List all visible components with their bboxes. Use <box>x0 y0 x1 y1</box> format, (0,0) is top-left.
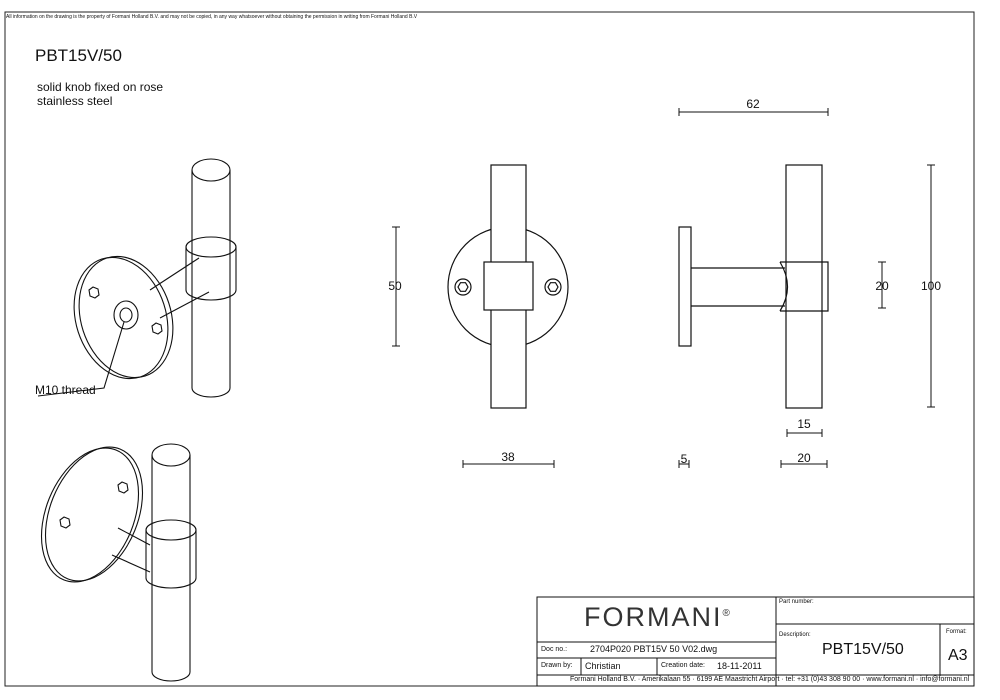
dimension-top-width: 62 <box>746 97 760 111</box>
format-label: Format: <box>946 629 967 635</box>
isometric-view-front <box>37 158 237 398</box>
dimension-bar-diameter: 20 <box>797 451 811 465</box>
creation-date-value: 18-11-2011 <box>717 661 762 671</box>
format-value: A3 <box>948 647 968 664</box>
product-code: PBT15V/50 <box>35 46 122 65</box>
drawn-by-value: Christian <box>585 661 621 671</box>
side-view <box>678 164 829 409</box>
isometric-view-rear <box>40 443 197 682</box>
description-line-2: stainless steel <box>37 94 113 108</box>
dimension-rose-thickness: 5 <box>680 452 688 466</box>
dimension-rose-diameter: 38 <box>501 450 515 464</box>
sheet-border <box>4 11 975 687</box>
dimension-rose-height: 50 <box>388 279 402 293</box>
copyright-notice: All information on the drawing is the pr… <box>6 14 418 20</box>
description-value: PBT15V/50 <box>822 641 904 658</box>
drawn-by-label: Drawn by: <box>541 662 573 669</box>
part-number-label: Part number: <box>779 599 814 605</box>
company-footer: Formani Holland B.V. · Amerikalaan 55 · … <box>570 676 970 683</box>
doc-no-label: Doc no.: <box>541 646 568 653</box>
thread-callout: M10 thread <box>35 383 96 397</box>
description-line-1: solid knob fixed on rose <box>37 80 164 94</box>
creation-date-label: Creation date: <box>661 662 705 669</box>
dimension-sleeve-width: 15 <box>797 417 811 431</box>
dimension-overall-height: 100 <box>920 279 942 293</box>
dimension-lines <box>392 108 935 468</box>
description-label: Description: <box>779 632 811 638</box>
front-view <box>447 164 569 409</box>
title-block-frame <box>536 596 975 687</box>
doc-no-value: 2704P020 PBT15V 50 V02.dwg <box>590 644 718 654</box>
dimension-sleeve-height: 20 <box>875 279 889 293</box>
brand-logo: FORMANI® <box>584 602 732 632</box>
